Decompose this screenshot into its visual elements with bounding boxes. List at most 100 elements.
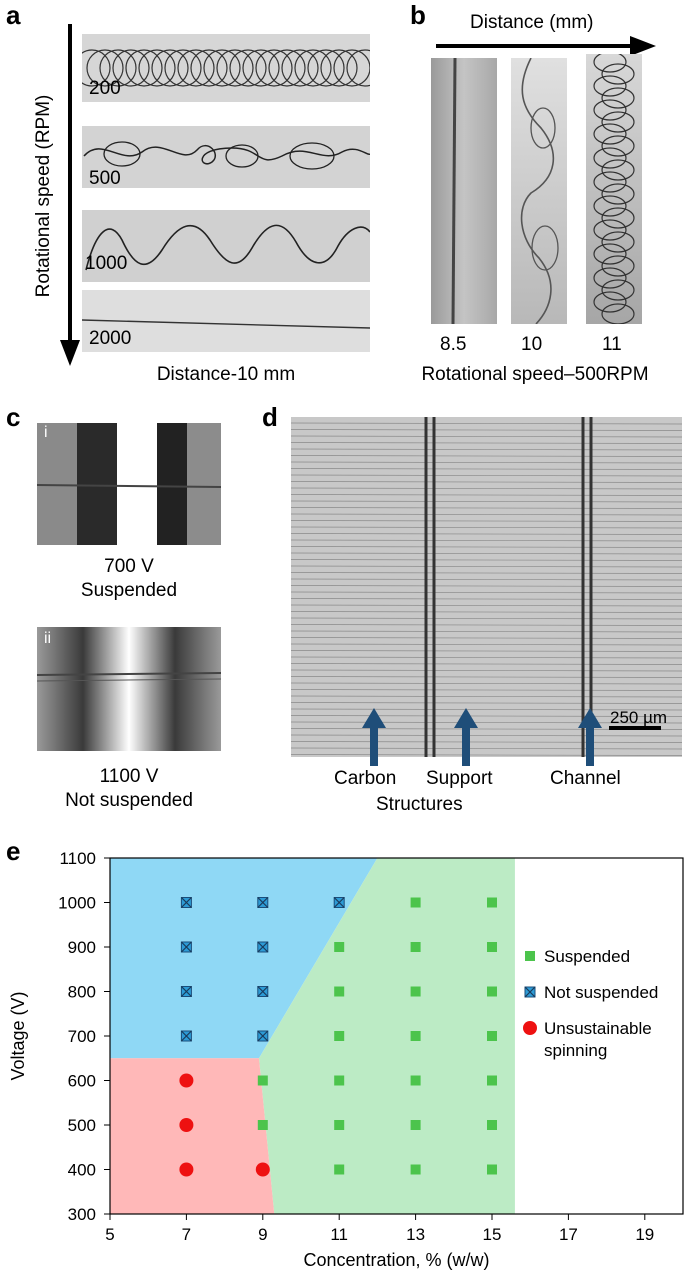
data-point-square — [334, 1031, 345, 1041]
data-point-square — [410, 1031, 421, 1041]
legend-label: Not suspended — [544, 983, 658, 1002]
legend-label: spinning — [544, 1041, 607, 1060]
data-point-crossed-square — [257, 941, 269, 953]
speed-label-1000: 1000 — [85, 253, 128, 274]
data-point-square — [410, 986, 421, 997]
data-point-crossed-square — [180, 897, 192, 908]
label-channel: Channel — [550, 768, 621, 789]
label-support: Support — [426, 768, 493, 789]
x-tick-label: 17 — [559, 1225, 578, 1244]
panel-a-rpm-arrow — [58, 24, 82, 368]
sub-label-i: i — [44, 424, 48, 441]
distance-label-11: 11 — [602, 334, 622, 355]
data-point-crossed-square — [257, 897, 269, 908]
data-point-circle — [179, 1118, 194, 1132]
caption-1100v: 1100 V — [99, 766, 159, 787]
panel-b-caption: Rotational speed–500RPM — [421, 364, 649, 385]
data-point-square — [487, 1075, 497, 1086]
fiber-image-200rpm — [82, 34, 370, 102]
chart-region-0 — [110, 858, 378, 1059]
caption-700v: 700 V — [104, 556, 154, 577]
data-point-square — [487, 1120, 497, 1130]
panel-c-letter: c — [6, 402, 21, 432]
data-point-square — [334, 1075, 345, 1086]
distance-label-8-5: 8.5 — [440, 334, 467, 355]
data-point-square — [410, 942, 421, 952]
data-point-square — [257, 1075, 268, 1086]
legend-label: Unsustainable — [544, 1019, 652, 1038]
electrode-image-1100v — [37, 627, 221, 751]
data-point-square — [487, 986, 497, 997]
legend-marker-square — [525, 951, 535, 961]
distance-label-10: 10 — [521, 334, 543, 355]
x-axis-label: Concentration, % (w/w) — [303, 1250, 489, 1270]
panel-b-distance-arrow — [436, 36, 656, 56]
data-point-circle — [179, 1073, 194, 1088]
label-structures: Structures — [376, 794, 463, 815]
y-tick-label: 800 — [68, 983, 96, 1002]
fiber-image-10mm — [511, 58, 567, 324]
data-point-crossed-square — [180, 941, 192, 953]
data-point-square — [487, 897, 497, 908]
arrow-support — [454, 708, 478, 766]
y-tick-label: 1100 — [59, 849, 96, 868]
arrow-channel — [578, 708, 602, 766]
panel-e-letter: e — [6, 836, 21, 866]
caption-not-suspended: Not suspended — [65, 790, 193, 811]
data-point-crossed-square — [180, 986, 192, 997]
y-tick-label: 700 — [68, 1027, 96, 1046]
data-point-square — [487, 1031, 497, 1041]
electrode-image-700v — [37, 423, 221, 545]
label-carbon: Carbon — [334, 768, 397, 789]
data-point-crossed-square — [333, 897, 345, 908]
caption-suspended: Suspended — [80, 580, 178, 601]
arrow-carbon — [362, 708, 386, 766]
panel-d-letter: d — [262, 402, 278, 432]
chart-region-1 — [258, 858, 515, 1214]
data-point-square — [334, 942, 345, 952]
data-point-square — [410, 1075, 421, 1086]
carbon-structures-micrograph — [291, 417, 682, 757]
panel-a-letter: a — [6, 0, 21, 30]
x-tick-label: 5 — [105, 1225, 114, 1244]
speed-label-200: 200 — [89, 78, 121, 99]
chart-region-2 — [110, 1058, 275, 1214]
data-point-square — [487, 942, 497, 952]
data-point-circle — [179, 1162, 194, 1177]
panel-a-caption: Distance-10 mm — [156, 364, 296, 385]
speed-label-2000: 2000 — [89, 328, 132, 349]
x-tick-label: 11 — [330, 1225, 348, 1244]
fiber-image-2000rpm — [82, 290, 370, 352]
scale-bar-text: 250 µm — [610, 708, 668, 727]
data-point-square — [410, 1120, 421, 1130]
fiber-image-8-5mm — [431, 58, 497, 324]
data-point-square — [334, 1120, 345, 1130]
legend-label: Suspended — [544, 947, 630, 966]
x-tick-label: 19 — [635, 1225, 654, 1244]
legend-marker-crossed-square — [524, 986, 536, 998]
data-point-square — [334, 1164, 345, 1175]
data-point-crossed-square — [257, 986, 269, 997]
panel-b-letter: b — [410, 0, 426, 30]
data-point-square — [487, 1164, 497, 1175]
y-tick-label: 500 — [68, 1116, 96, 1135]
y-axis-label: Voltage (V) — [8, 991, 28, 1080]
y-tick-label: 300 — [68, 1205, 96, 1224]
panel-b-axis-label: Distance (mm) — [470, 12, 594, 33]
y-tick-label: 400 — [68, 1161, 96, 1180]
panel-a-axis-label: Rotational speed (RPM) — [33, 94, 54, 298]
fiber-image-1000rpm — [82, 210, 370, 282]
data-point-square — [410, 897, 421, 908]
fiber-image-500rpm — [82, 126, 370, 188]
data-point-crossed-square — [180, 1030, 192, 1042]
y-tick-label: 900 — [68, 938, 96, 957]
data-point-square — [334, 986, 345, 997]
fiber-image-11mm — [586, 54, 642, 324]
x-tick-label: 9 — [258, 1225, 267, 1244]
data-point-crossed-square — [257, 1030, 269, 1042]
x-tick-label: 7 — [182, 1225, 191, 1244]
data-point-circle — [255, 1162, 270, 1177]
y-tick-label: 1000 — [58, 894, 96, 913]
speed-label-500: 500 — [89, 168, 121, 189]
